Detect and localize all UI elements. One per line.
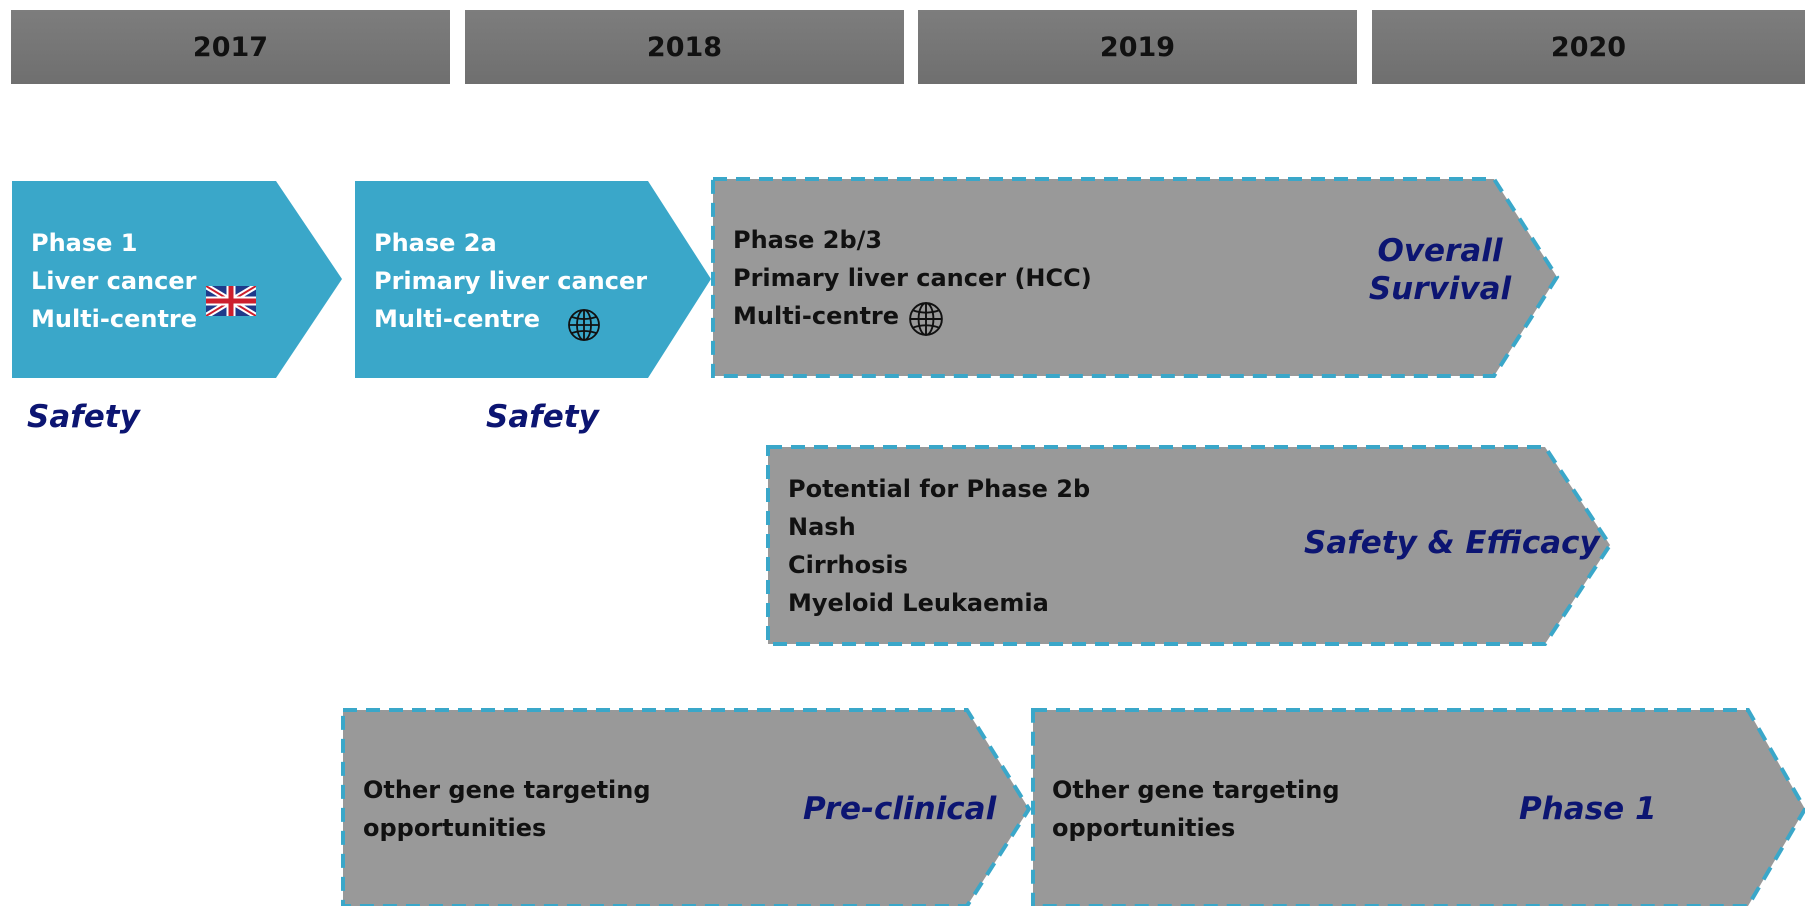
phase2b3-outcome-line1: Overall [1377,233,1503,269]
phase2b3-title: Phase 2b/3 [733,226,883,254]
phase2b3-outcome-line2: Survival [1368,271,1512,307]
potential-indication-nash: Nash [788,513,856,541]
other-phase1-line2: opportunities [1052,814,1236,842]
potential-text: Potential for Phase 2b Nash Cirrhosis My… [788,470,1090,622]
preclinical-outcome: Pre-clinical [803,791,997,827]
phase1-title: Phase 1 [31,229,138,257]
preclinical-line2: opportunities [363,814,547,842]
phase1-outcome: Safety [27,399,140,435]
phase2b3-text: Phase 2b/3 Primary liver cancer (HCC) Mu… [733,221,1092,335]
preclinical-text: Other gene targeting opportunities [363,771,651,847]
other-phase1-outcome: Phase 1 [1519,791,1657,827]
phase2b3-indication: Primary liver cancer (HCC) [733,264,1092,292]
potential-indication-leukaemia: Myeloid Leukaemia [788,589,1049,617]
potential-indication-cirrhosis: Cirrhosis [788,551,908,579]
potential-title: Potential for Phase 2b [788,475,1091,503]
other-phase1-line1: Other gene targeting [1052,776,1340,804]
preclinical-chevron [341,708,1032,906]
globe-icon [568,309,600,341]
phase2b3-outcome: Overall Survival [1340,232,1540,308]
phase2a-title: Phase 2a [374,229,497,257]
year-header-2017: 2017 [11,10,450,84]
phase1-site: Multi-centre [31,305,198,333]
phase2a-outcome: Safety [486,399,599,435]
year-header-2018: 2018 [465,10,904,84]
phase2a-indication: Primary liver cancer [374,267,648,295]
uk-flag-icon [206,286,256,316]
potential-chevron [766,445,1613,646]
other-phase1-text: Other gene targeting opportunities [1052,771,1340,847]
preclinical-line1: Other gene targeting [363,776,651,804]
phase2a-site: Multi-centre [374,305,541,333]
phase2b3-chevron [711,177,1560,378]
phase2a-chevron [355,181,711,378]
globe-icon [909,302,943,336]
year-header-2019: 2019 [918,10,1357,84]
phase1-indication: Liver cancer [31,267,197,295]
year-header-2020: 2020 [1372,10,1805,84]
phase1-text: Phase 1 Liver cancer Multi-centre [31,224,197,338]
potential-outcome: Safety & Efficacy [1304,525,1600,561]
phase1-chevron [12,181,342,378]
phase2a-text: Phase 2a Primary liver cancer Multi-cent… [374,224,647,338]
other-phase1-chevron [1031,708,1805,906]
phase2b3-site: Multi-centre [733,302,900,330]
